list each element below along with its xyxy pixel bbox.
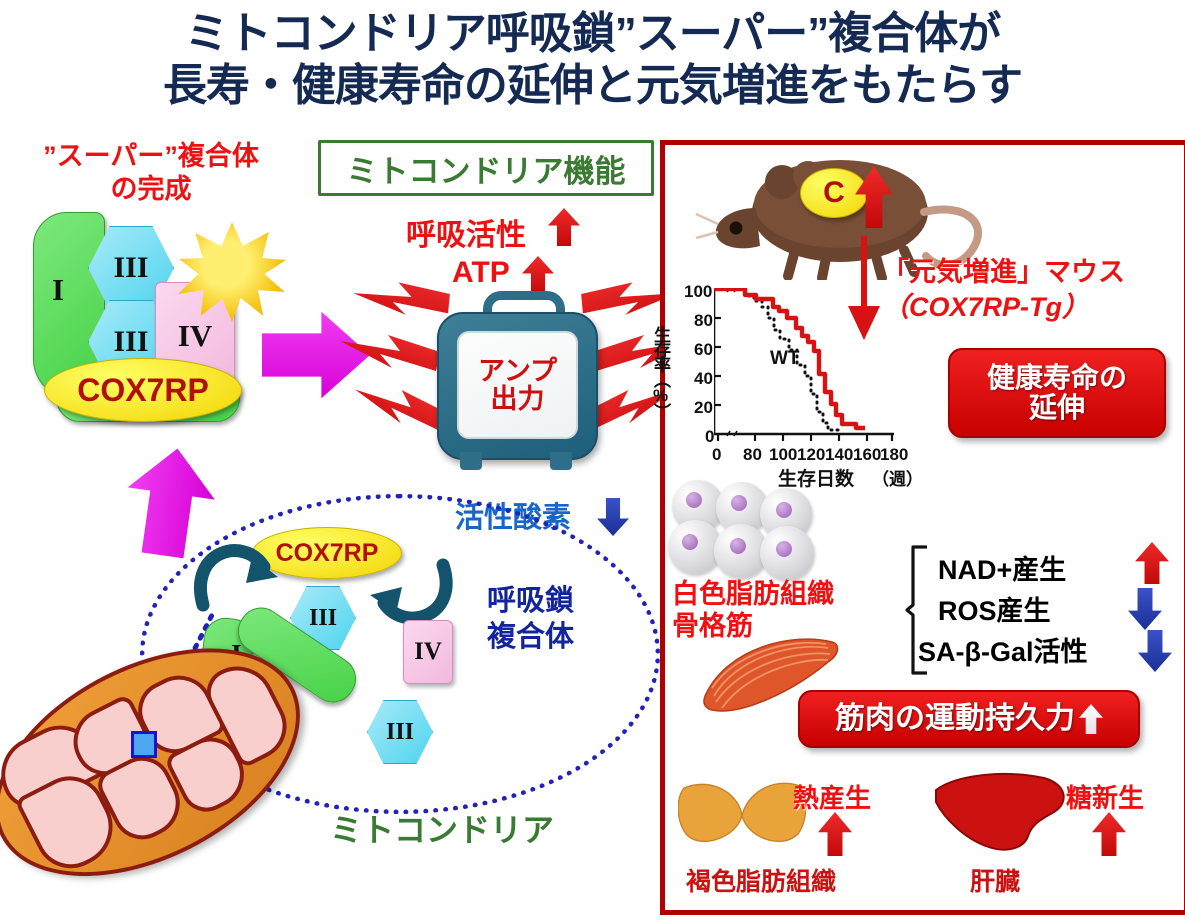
skeletal-muscle-illustration (703, 638, 839, 712)
complex-III-lower-label: III (113, 325, 149, 358)
y-tick-label: 80 (694, 311, 713, 330)
respiratory-chain-label: 呼吸鎖 複合体 (487, 583, 574, 656)
healthspan-badge: 健康寿命の 延伸 (948, 348, 1166, 438)
biomarker-label: NAD+産生 (938, 555, 1067, 585)
x-tick-label: 160 (853, 445, 882, 464)
survival-chart: 100 80 60 40 20 0 生存率（%） WT 0 80 100 120… (651, 282, 932, 490)
y-tick-label: 40 (694, 369, 713, 388)
cell-nucleus (776, 541, 792, 557)
x-tick-label: 140 (825, 445, 854, 464)
cox7rp-chaperone-badge: COX7RP (252, 527, 402, 579)
series-tg (714, 288, 865, 431)
liver-illustration (935, 773, 1065, 851)
title-line-1: ミトコンドリア呼吸鎖”スーパー”複合体が (184, 9, 1002, 58)
mouse-to-chart-arrow (848, 236, 880, 340)
complex-III-upper-label: III (113, 251, 149, 284)
free-complex-III-lower-label: III (385, 718, 415, 745)
adipocyte-cluster (668, 480, 828, 585)
x-tick-label: 100 (769, 445, 798, 464)
complex-IV-label: IV (177, 318, 213, 353)
arrow-assembly-up (119, 442, 221, 561)
atp-up-arrow-icon (522, 256, 554, 294)
healthspan-badge-line-2: 延伸 (1028, 392, 1085, 423)
page-title: ミトコンドリア呼吸鎖”スーパー”複合体が 長寿・健康寿命の延伸と元気増進をもたら… (0, 8, 1185, 112)
respiratory-chain-line-2: 複合体 (487, 621, 575, 654)
respiration-activity-label: 呼吸活性 (406, 219, 526, 252)
y-tick-label: 20 (694, 398, 713, 417)
biomarker-label: SA-β-Gal活性 (918, 637, 1088, 667)
chart-plot: WT (714, 288, 894, 441)
biomarker-label: ROS産生 (938, 596, 1051, 626)
x-axis-title: 生存日数 (778, 469, 855, 490)
y-axis-title: 生存率（%） (651, 326, 670, 418)
mitochondrial-function-label: ミトコンドリア機能 (346, 153, 626, 189)
supercomplex-title: ”スーパー”複合体 の完成 (6, 140, 296, 206)
cell-nucleus (730, 538, 746, 554)
cell (714, 524, 768, 578)
supercomplex-title-line-1: ”スーパー”複合体 (43, 141, 259, 171)
muscle-endurance-label: 筋肉の運動持久力 (835, 701, 1075, 735)
atp-label: ATP (452, 256, 510, 289)
x-tick-label: 180 (880, 445, 909, 464)
output-bolt-icon (349, 384, 451, 447)
y-tick-label: 60 (694, 340, 713, 359)
mouse-label: 「元気増進」マウス （COX7RP-Tg） (882, 255, 1125, 325)
y-tick-label: 100 (684, 282, 713, 301)
free-complex-III-lower: III (367, 700, 433, 764)
complex-I-label: I (52, 272, 65, 307)
respiratory-chain-line-1: 呼吸鎖 (487, 585, 575, 617)
free-complex-IV-label: IV (414, 638, 442, 665)
cell-nucleus (686, 492, 702, 508)
mitochondrial-function-header: ミトコンドリア機能 (318, 140, 654, 196)
cell (668, 520, 722, 574)
free-complex-IV: IV (403, 620, 453, 684)
cell-nucleus (776, 502, 792, 518)
mouse-complex-badge-label: C (823, 176, 845, 209)
brown-adipose-illustration (678, 782, 807, 843)
mitochondria-caption: ミトコンドリア (330, 812, 555, 848)
healthspan-badge-line-1: 健康寿命の (986, 361, 1127, 393)
cox7rp-chaperone-label: COX7RP (275, 538, 379, 567)
respiratory-chain-callout-region (140, 494, 660, 814)
x-tick-label: 0 (712, 445, 722, 464)
amplifier-text-line-2: 出力 (490, 384, 545, 414)
y-tick-label: 0 (705, 427, 715, 446)
organ-caption: 肝臓 (970, 868, 1021, 896)
arrow-supercomplex-to-amplifier (262, 311, 370, 399)
tissue-label: 白色脂肪組織 骨格筋 (672, 578, 834, 643)
supercomplex-title-line-2: の完成 (110, 173, 192, 204)
respiration-up-arrow-icon (548, 208, 580, 246)
organ-effect-label: 熱産生 (793, 783, 872, 813)
organ-effect-label: 糖新生 (1066, 783, 1145, 813)
amplifier-foot (460, 452, 482, 470)
cox7rp-supercomplex-badge: COX7RP (44, 358, 242, 422)
organ-caption: 褐色脂肪組織 (686, 868, 837, 896)
tissue-label-line-1: 白色脂肪組織 (672, 579, 834, 609)
title-line-2: 長寿・健康寿命の延伸と元気増進をもたらす (162, 60, 1023, 110)
amplifier-text-line-1: アンプ (477, 355, 558, 386)
mouse-label-line-1: 「元気増進」マウス (882, 257, 1125, 287)
x-axis-unit: （週） (872, 470, 923, 489)
amplifier-screen: アンプ 出力 (457, 331, 578, 439)
results-panel (660, 140, 1185, 915)
muscle-endurance-up-arrow-icon (1079, 704, 1103, 734)
x-tick-label: 120 (797, 445, 826, 464)
x-tick-label: 80 (743, 445, 762, 464)
cox7rp-supercomplex-label: COX7RP (77, 371, 209, 408)
cell (760, 526, 814, 580)
amplifier-foot (550, 452, 572, 470)
biomarker-brace (905, 545, 927, 675)
mitochondrion-callout-marker (131, 731, 157, 758)
mouse-label-line-2: （COX7RP-Tg） (882, 292, 1090, 323)
free-complex-III-upper-label: III (308, 604, 338, 631)
ros-down-arrow-icon (597, 498, 629, 536)
muscle-endurance-badge: 筋肉の運動持久力 (798, 690, 1140, 748)
wt-annotation: WT (770, 348, 800, 369)
cell-nucleus (731, 495, 747, 511)
cell-nucleus (682, 534, 698, 550)
tissue-label-line-2: 骨格筋 (672, 611, 753, 642)
